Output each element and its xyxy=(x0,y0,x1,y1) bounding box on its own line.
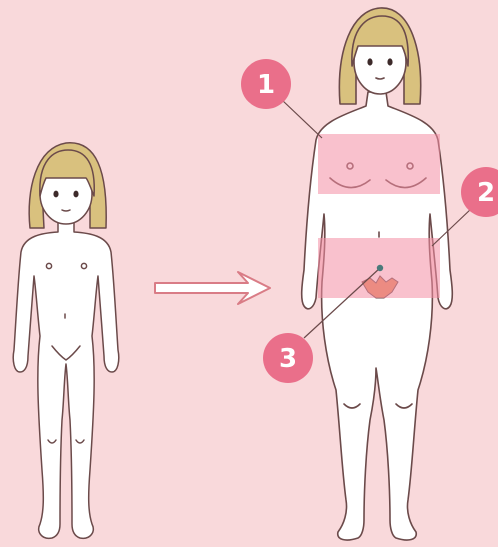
adult-eye-right xyxy=(387,58,392,65)
transition-arrow xyxy=(155,272,270,304)
child-body xyxy=(13,222,119,538)
child-figure xyxy=(13,143,119,539)
child-eye-left xyxy=(53,191,58,198)
callout-3-target-dot xyxy=(377,265,383,271)
callout-1: 1 xyxy=(241,59,322,138)
callout-2-label: 2 xyxy=(477,178,495,208)
callout-1-label: 1 xyxy=(257,70,275,100)
child-eye-right xyxy=(73,191,78,198)
adult-eye-left xyxy=(367,58,372,65)
chest-highlight xyxy=(318,134,440,194)
callout-1-leader xyxy=(282,100,322,138)
callout-3-label: 3 xyxy=(279,344,297,374)
